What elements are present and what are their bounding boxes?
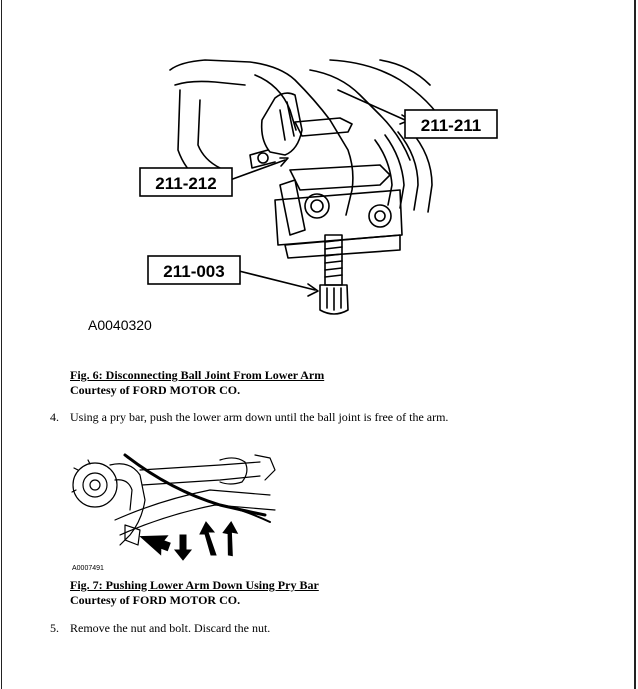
page-border-left [1, 0, 2, 689]
figure-7-caption-title: Fig. 7: Pushing Lower Arm Down Using Pry… [70, 578, 319, 592]
step-5-text: Remove the nut and bolt. Discard the nut… [70, 621, 271, 635]
figure-6-illustration: 211-211 211-212 211-003 A0040320 [88, 59, 498, 333]
figure-7-illustration: A0007491 [71, 453, 276, 572]
figure-6-caption: Fig. 6: Disconnecting Ball Joint From Lo… [70, 368, 324, 398]
step-4: 4. Using a pry bar, push the lower arm do… [50, 410, 448, 425]
step-5-number: 5. [50, 621, 59, 635]
step-4-text: Using a pry bar, push the lower arm down… [70, 410, 449, 424]
figure-6-image-code: A0040320 [88, 317, 152, 333]
figure-7-caption-credit: Courtesy of FORD MOTOR CO. [70, 593, 241, 607]
figure-6-caption-title: Fig. 6: Disconnecting Ball Joint From Lo… [70, 368, 325, 382]
page-border-right [634, 0, 636, 689]
callout-211-003: 211-003 [163, 262, 224, 281]
callout-211-212: 211-212 [155, 174, 216, 193]
callout-211-211: 211-211 [421, 116, 482, 135]
figure-7-image-code: A0007491 [72, 565, 104, 572]
figure-6-caption-credit: Courtesy of FORD MOTOR CO. [70, 383, 241, 397]
figure-7-caption: Fig. 7: Pushing Lower Arm Down Using Pry… [70, 578, 319, 608]
step-5: 5. Remove the nut and bolt. Discard the n… [50, 621, 270, 636]
step-4-number: 4. [50, 410, 59, 424]
